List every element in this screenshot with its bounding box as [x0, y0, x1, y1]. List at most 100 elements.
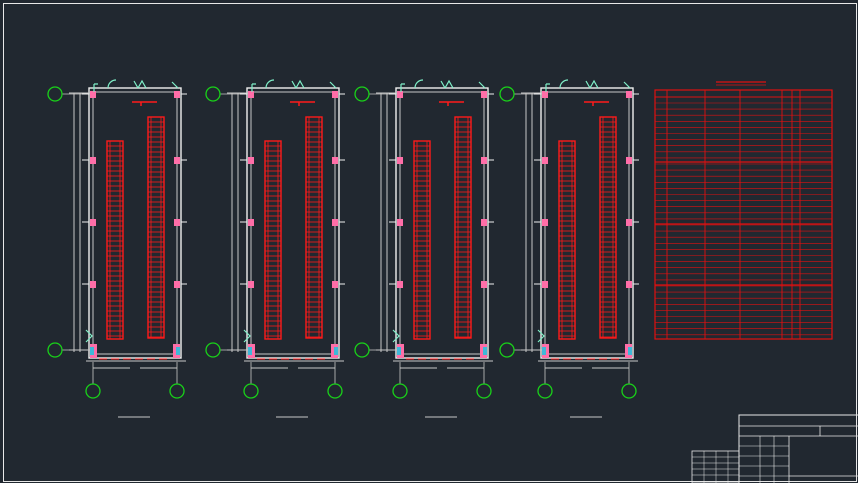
- door-swing: [545, 83, 550, 92]
- door-swing: [414, 79, 424, 89]
- door-swing: [93, 83, 98, 92]
- wall-column: [174, 219, 180, 226]
- wall-column: [248, 219, 254, 226]
- wall-column: [332, 91, 338, 98]
- wall-column: [332, 157, 338, 164]
- door-swing: [243, 329, 251, 343]
- outer-wall: [540, 87, 634, 359]
- fixture-marker: [248, 347, 252, 355]
- door-swing: [291, 80, 297, 89]
- door-swing: [585, 80, 591, 89]
- rack-2: [147, 116, 165, 339]
- door-swing: [85, 329, 93, 343]
- fixture-marker: [397, 347, 401, 355]
- door-swing: [478, 81, 486, 89]
- wall-column: [174, 157, 180, 164]
- wall-column: [542, 219, 548, 226]
- wall-column: [397, 281, 403, 288]
- door-swing: [265, 79, 275, 89]
- wall-column: [90, 91, 96, 98]
- axis-bubble: [354, 86, 370, 102]
- door-swing: [107, 79, 117, 89]
- wall-column: [481, 219, 487, 226]
- outer-wall: [88, 87, 182, 359]
- floor-plan-2: [205, 79, 345, 418]
- fixture-marker: [483, 347, 487, 355]
- wall-column: [248, 91, 254, 98]
- wall-column: [626, 91, 632, 98]
- wall-column: [248, 157, 254, 164]
- rack-1: [106, 140, 124, 340]
- wall-column: [174, 91, 180, 98]
- door-swing: [171, 81, 179, 89]
- axis-bubble: [476, 383, 492, 399]
- schedule-border: [654, 89, 833, 340]
- wall-column: [174, 281, 180, 288]
- door-swing: [444, 79, 454, 89]
- fixture-marker: [90, 347, 94, 355]
- rack-outline: [599, 116, 617, 339]
- rack-2: [305, 116, 323, 339]
- wall-column: [332, 219, 338, 226]
- axis-bubble: [169, 383, 185, 399]
- wall-column: [626, 157, 632, 164]
- wall-column: [481, 281, 487, 288]
- wall-column: [542, 157, 548, 164]
- axis-bubble: [537, 383, 553, 399]
- wall-column: [626, 219, 632, 226]
- wall-column: [542, 91, 548, 98]
- door-swing: [559, 79, 569, 89]
- wall-column: [481, 91, 487, 98]
- wall-column: [90, 219, 96, 226]
- rack-outline: [264, 140, 282, 340]
- axis-bubble: [47, 342, 63, 358]
- fixture-marker: [542, 347, 546, 355]
- rack-1: [413, 140, 431, 340]
- door-swing: [400, 83, 405, 92]
- axis-bubble: [499, 86, 515, 102]
- wall-column: [90, 281, 96, 288]
- wall-column: [397, 91, 403, 98]
- wall-column: [248, 281, 254, 288]
- fixture-marker: [176, 347, 180, 355]
- door-swing: [137, 79, 147, 89]
- fixture-marker: [628, 347, 632, 355]
- rack-1: [558, 140, 576, 340]
- rack-1: [264, 140, 282, 340]
- rack-2: [454, 116, 472, 339]
- door-swing: [392, 329, 400, 343]
- axis-bubble: [243, 383, 259, 399]
- axis-bubble: [621, 383, 637, 399]
- door-swing: [589, 79, 599, 89]
- outer-wall: [246, 87, 340, 359]
- title-block-side: [691, 450, 740, 483]
- axis-bubble: [499, 342, 515, 358]
- axis-bubble: [392, 383, 408, 399]
- door-swing: [537, 329, 545, 343]
- floor-plans: [47, 79, 639, 418]
- wall-column: [397, 219, 403, 226]
- rack-outline: [106, 140, 124, 340]
- floor-plan-3: [354, 79, 494, 418]
- title-block-outer: [738, 414, 858, 483]
- rack-outline: [413, 140, 431, 340]
- fixture-marker: [334, 347, 338, 355]
- wall-column: [481, 157, 487, 164]
- wall-column: [542, 281, 548, 288]
- door-swing: [295, 79, 305, 89]
- axis-bubble: [354, 342, 370, 358]
- wall-column: [90, 157, 96, 164]
- schedule-table: [654, 81, 833, 340]
- axis-bubble: [327, 383, 343, 399]
- rack-outline: [454, 116, 472, 339]
- axis-bubble: [85, 383, 101, 399]
- door-swing: [440, 80, 446, 89]
- rack-2: [599, 116, 617, 339]
- drawing-border: [3, 3, 857, 482]
- floor-plan-4: [499, 79, 639, 418]
- door-swing: [623, 81, 631, 89]
- door-swing: [329, 81, 337, 89]
- door-swing: [251, 83, 256, 92]
